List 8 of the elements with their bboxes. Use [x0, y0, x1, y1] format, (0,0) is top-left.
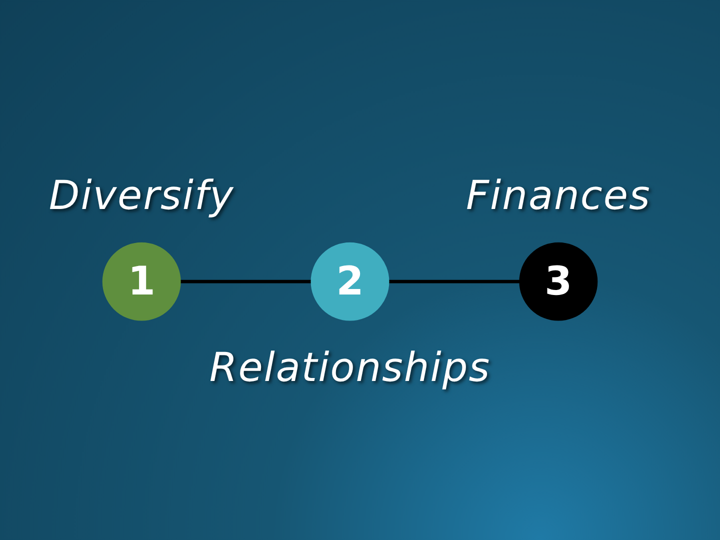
node-caption: Relationships — [209, 344, 491, 391]
node-circle: 3 — [519, 242, 598, 321]
node-caption: Diversify — [48, 173, 234, 220]
connector — [180, 280, 312, 284]
node-caption: Finances — [466, 173, 651, 220]
connector — [388, 280, 520, 284]
node-circle: 1 — [102, 242, 181, 321]
node-circle: 2 — [310, 242, 390, 321]
